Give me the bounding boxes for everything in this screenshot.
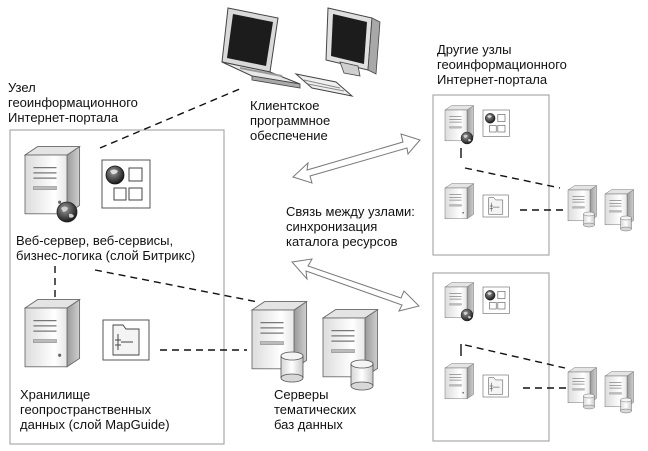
- keyboard-icon: [294, 73, 354, 97]
- globe-icon: [56, 201, 78, 223]
- web-server-label: Веб-сервер, веб-сервисы, бизнес-логика (…: [16, 233, 196, 263]
- other-nodes-label: Другие узлы геоинформационного Интернет-…: [437, 42, 567, 87]
- globe-icon: [460, 131, 474, 145]
- database-cylinder-icon: [620, 215, 632, 232]
- database-cylinder-icon: [280, 351, 304, 383]
- server-tower-icon: [444, 363, 474, 400]
- window-widgets-icon: [482, 286, 510, 314]
- local-node-label: Узел геоинформационного Интернет-портала: [8, 80, 138, 125]
- server-tower-icon: [444, 183, 474, 220]
- database-cylinder-icon: [583, 393, 595, 410]
- geo-storage-label: Хранилище геопространственных данных (сл…: [20, 387, 170, 432]
- storage-panel-icon: [482, 374, 509, 398]
- dashed-connectors: [54, 87, 568, 389]
- thematic-db-label: Серверы тематических баз данных: [274, 387, 357, 432]
- database-cylinder-icon: [350, 359, 374, 391]
- window-widgets-icon: [482, 109, 510, 137]
- storage-panel-icon: [482, 194, 509, 218]
- remote-node-frame-top: [432, 94, 550, 256]
- double-headed-arrow-icon: [291, 258, 420, 312]
- local-node-frame: [9, 129, 225, 445]
- desktop-computer-icon: [325, 7, 381, 77]
- database-cylinder-icon: [583, 211, 595, 228]
- database-cylinder-icon: [620, 397, 632, 414]
- remote-node-frame-bottom: [432, 272, 550, 442]
- window-widgets-icon: [101, 159, 151, 209]
- globe-icon: [460, 308, 474, 322]
- node-link-label: Связь между узлами: синхронизация катало…: [286, 204, 415, 249]
- server-tower-icon: [24, 298, 81, 368]
- double-headed-arrow-icon: [292, 133, 421, 184]
- client-software-label: Клиентское программное обеспечение: [250, 98, 331, 143]
- storage-panel-icon: [102, 319, 150, 361]
- laptop-icon: [221, 7, 301, 89]
